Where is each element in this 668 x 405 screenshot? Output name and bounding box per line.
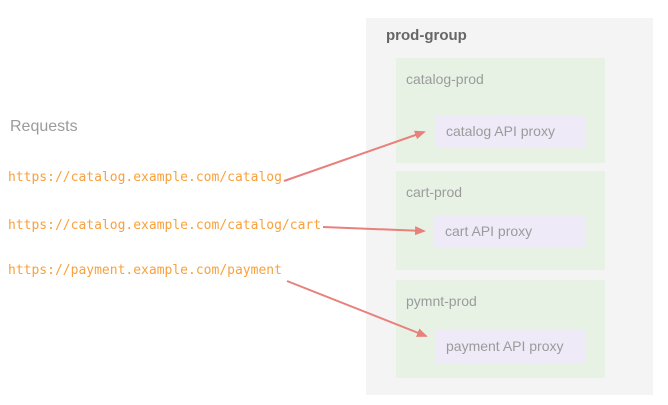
environment-cart-prod: cart-prod cart API proxy bbox=[396, 171, 605, 270]
environment-catalog-prod: catalog-prod catalog API proxy bbox=[396, 58, 605, 163]
requests-heading: Requests bbox=[10, 118, 78, 135]
environment-name-catalog-prod: catalog-prod bbox=[406, 71, 484, 87]
cart-api-proxy-box: cart API proxy bbox=[434, 215, 585, 248]
catalog-api-proxy-box: catalog API proxy bbox=[435, 115, 586, 148]
request-url-catalog: https://catalog.example.com/catalog bbox=[8, 170, 282, 185]
request-url-catalog-cart: https://catalog.example.com/catalog/cart bbox=[8, 218, 322, 233]
prod-group-panel: prod-group catalog-prod catalog API prox… bbox=[366, 18, 653, 395]
environment-pymnt-prod: pymnt-prod payment API proxy bbox=[396, 280, 605, 378]
prod-group-title: prod-group bbox=[386, 27, 467, 44]
payment-api-proxy-box: payment API proxy bbox=[435, 330, 586, 363]
environment-name-cart-prod: cart-prod bbox=[406, 184, 463, 200]
environment-name-pymnt-prod: pymnt-prod bbox=[406, 293, 477, 309]
request-url-payment: https://payment.example.com/payment bbox=[8, 263, 282, 278]
